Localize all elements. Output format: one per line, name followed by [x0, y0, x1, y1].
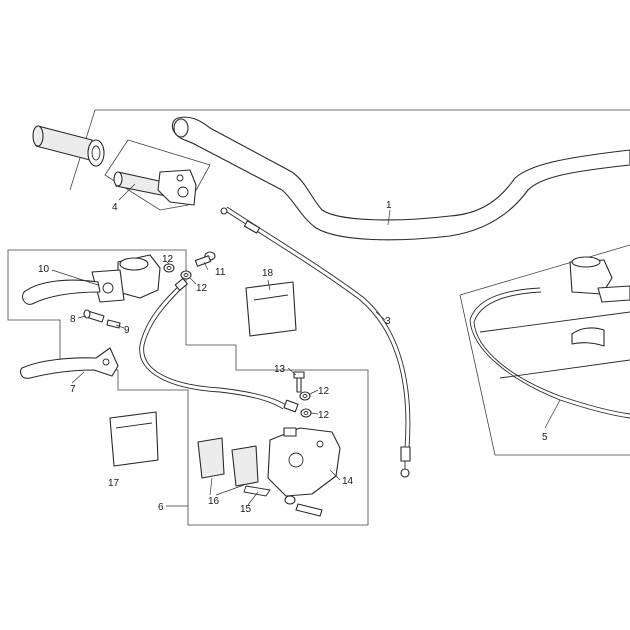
- callout-12-a: 12: [162, 254, 174, 265]
- callout-12-c: 12: [318, 386, 330, 397]
- brake-pads: [197, 437, 259, 487]
- callout-1: 1: [386, 200, 392, 211]
- callout-9: 9: [124, 325, 130, 336]
- callout-8: 8: [70, 314, 76, 325]
- callout-16: 16: [208, 496, 220, 507]
- callout-13: 13: [274, 364, 286, 375]
- grease-packet-17: [109, 411, 159, 467]
- callout-6: 6: [158, 502, 164, 513]
- callout-18: 18: [262, 268, 274, 279]
- handlebar: [171, 116, 630, 241]
- washers-12-upper: [163, 263, 192, 280]
- callout-10: 10: [38, 264, 50, 275]
- banjo-bolt-13: [293, 371, 305, 393]
- callout-12-d: 12: [318, 410, 330, 421]
- brake-caliper: [267, 427, 341, 497]
- callout-4: 4: [112, 202, 118, 213]
- throttle-cable: [220, 206, 411, 478]
- callout-7: 7: [70, 384, 76, 395]
- brake-hose: [139, 277, 299, 413]
- left-group-frame: [7, 249, 369, 526]
- right-panel-frame: [459, 244, 630, 456]
- callout-12-b: 12: [196, 283, 208, 294]
- upper-panel-frame: [69, 109, 630, 191]
- rear-brake-assembly: [469, 256, 630, 419]
- master-cylinder-bolts: [83, 309, 121, 329]
- throttle-housing-box: [104, 139, 211, 211]
- brake-master-cylinder: [22, 254, 161, 305]
- callout-11: 11: [215, 267, 226, 278]
- callout-5: 5: [542, 432, 548, 443]
- washers-12-lower: [299, 391, 312, 418]
- banjo-bolt-11: [194, 251, 216, 267]
- callout-17: 17: [108, 478, 120, 489]
- callout-leaders: [51, 183, 561, 507]
- callout-labels: 1 3 4 5 6 7 8 9 10 11 12 12 12 12 13 14 …: [38, 200, 548, 515]
- callout-14: 14: [342, 476, 354, 487]
- callout-3: 3: [385, 316, 391, 327]
- throttle-grip: [32, 125, 105, 167]
- grease-packet-18: [245, 281, 297, 337]
- callout-15: 15: [240, 504, 252, 515]
- pad-spring: [243, 485, 271, 497]
- caliper-bolt: [284, 495, 323, 517]
- brake-lever: [19, 347, 119, 379]
